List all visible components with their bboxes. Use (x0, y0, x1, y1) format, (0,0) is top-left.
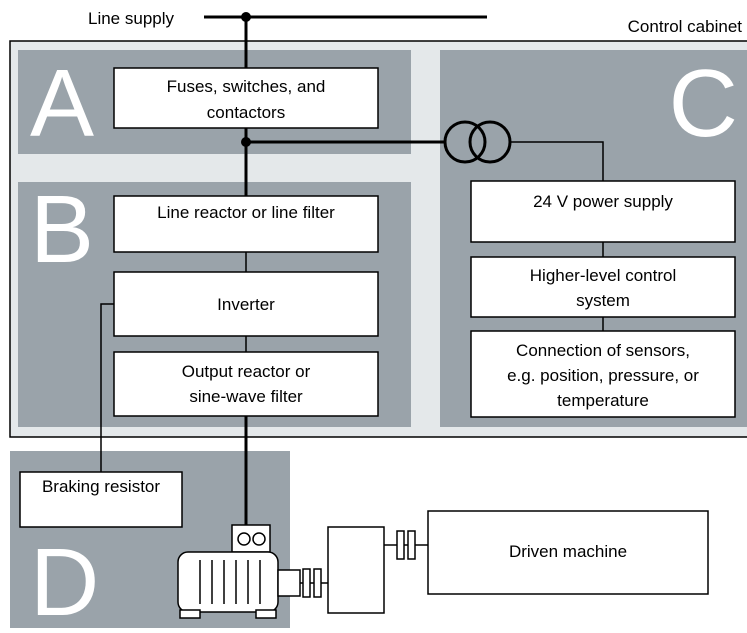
fuses-box (113, 67, 379, 129)
sensors-box (470, 330, 736, 418)
output-reactor-box (113, 351, 379, 417)
zone-d-letter: D (30, 529, 99, 628)
zone-b-letter: B (30, 176, 94, 283)
line-reactor-box (113, 195, 379, 253)
braking-resistor-label: Braking resistor (42, 477, 160, 496)
output-reactor-label-line1: Output reactor or (182, 362, 311, 381)
zone-a-letter: A (30, 50, 94, 157)
gearbox-icon (327, 526, 385, 614)
sensors-label-line2: e.g. position, pressure, or (507, 366, 699, 385)
transformer-coil-left-icon (443, 120, 487, 164)
fuses-label-line1: Fuses, switches, and (167, 77, 326, 96)
driven-machine-label: Driven machine (509, 542, 627, 561)
motor-icon (177, 524, 301, 619)
line-supply-label: Line supply (88, 9, 175, 28)
coupling-right-icon (384, 530, 428, 560)
fuses-label-line2: contactors (207, 103, 285, 122)
power-supply-label: 24 V power supply (533, 192, 673, 211)
control-system-label-line2: system (576, 291, 630, 310)
sensors-label-line3: temperature (557, 391, 649, 410)
supply-junction-dot (241, 12, 251, 22)
wire-transformer-to-psu (510, 141, 604, 181)
zone-c-letter: C (669, 50, 738, 157)
inverter-box (113, 271, 379, 337)
control-system-box (470, 256, 736, 318)
driven-machine-box (427, 510, 709, 595)
wire-inverter-to-braking (100, 303, 114, 472)
control-cabinet-label: Control cabinet (628, 17, 743, 36)
sensors-label-line1: Connection of sensors, (516, 341, 690, 360)
line-reactor-label: Line reactor or line filter (157, 203, 335, 222)
control-system-label-line1: Higher-level control (530, 266, 676, 285)
output-reactor-label-line2: sine-wave filter (189, 387, 303, 406)
inverter-label: Inverter (217, 295, 275, 314)
coupling-left-icon (300, 568, 328, 598)
braking-resistor-box (19, 471, 183, 528)
power-supply-box (470, 180, 736, 243)
